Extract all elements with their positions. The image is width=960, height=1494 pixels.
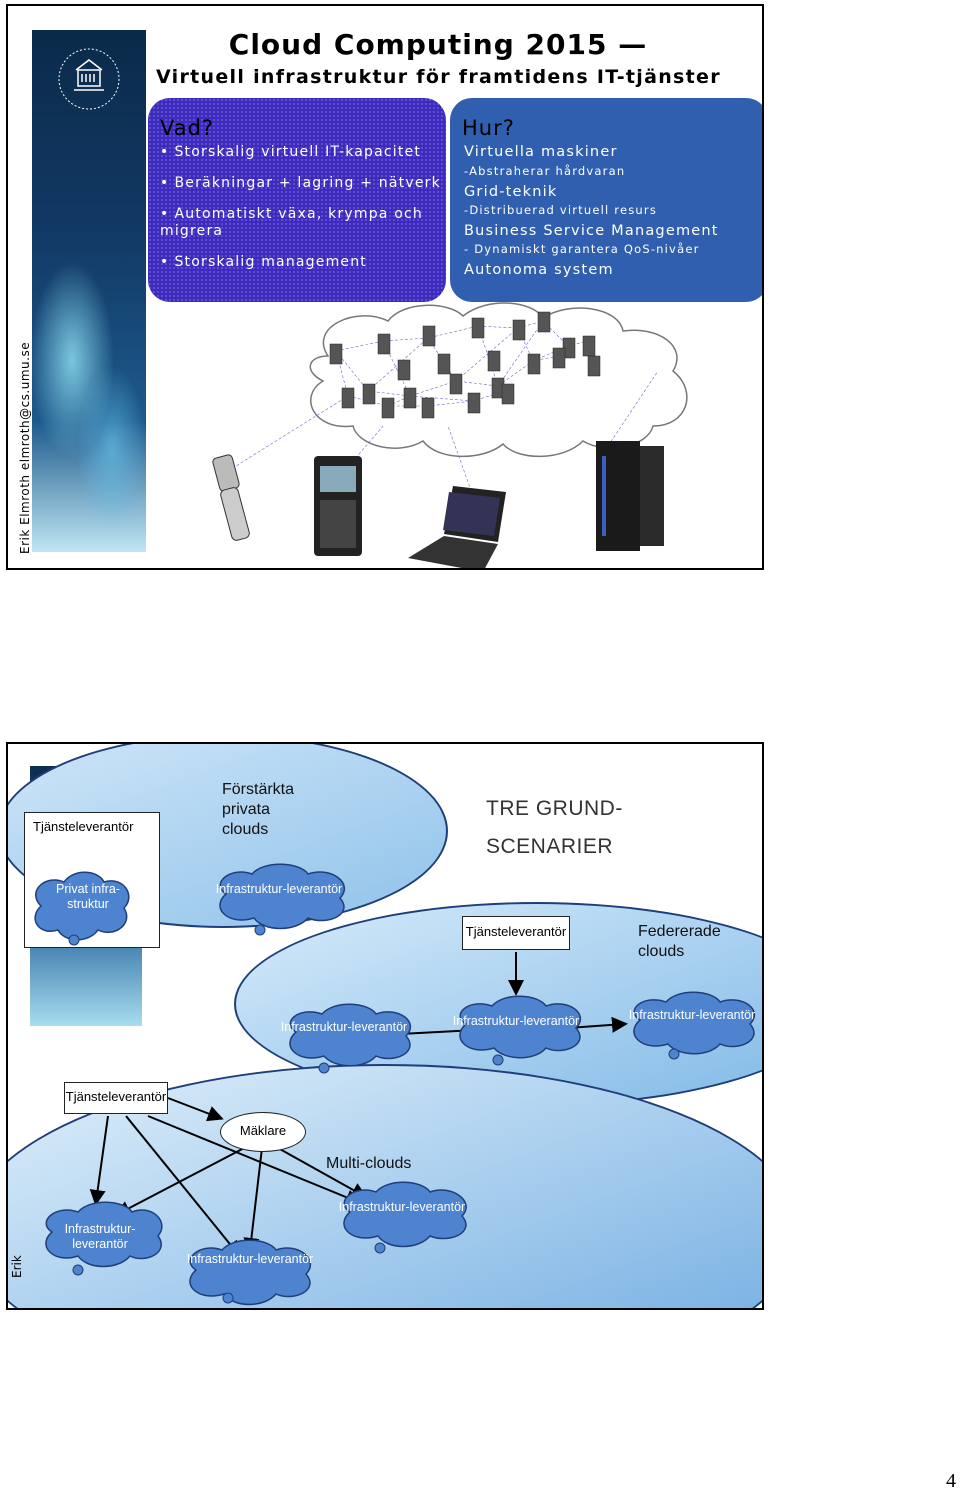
infra-provider-label: Infrastruktur-leverantör <box>628 1008 756 1022</box>
scenario1-label: Förstärkta privata clouds <box>222 781 295 838</box>
private-infra-label: Privat infra-struktur <box>56 882 120 911</box>
server-nodes <box>329 311 601 419</box>
infra-provider-cloud <box>219 863 346 936</box>
arrow <box>277 1147 368 1198</box>
arrow <box>125 1115 241 1258</box>
vad-heading: Vad? <box>160 116 215 140</box>
scenario2-label: Federerade clouds <box>638 923 721 960</box>
service-provider-box: Tjänsteleverantör <box>64 1082 168 1114</box>
vad-item: Beräkningar + lagring + nätverk <box>160 175 441 192</box>
slide-tre-grundscenarier: TRE GRUND- SCENARIER Förstärkta privata … <box>6 742 764 1310</box>
infra-provider-cloud <box>289 1003 412 1074</box>
infra-provider-label: Infrastruktur-leverantör <box>280 1020 408 1034</box>
hur-subitem: - Dynamiskt garantera QoS-nivåer <box>464 242 700 256</box>
infra-provider-cloud <box>343 1181 467 1254</box>
hur-panel: Hur? Virtuella maskiner -Abstraherar hår… <box>450 98 762 302</box>
hur-subitem: -Abstraherar hårdvaran <box>464 164 626 178</box>
infra-provider-label: Infrastruktur-leverantör <box>338 1200 466 1214</box>
arrow <box>167 1097 224 1122</box>
mobile-phone-icon <box>212 454 250 541</box>
umea-university-logo-icon <box>58 48 120 110</box>
arrow <box>147 1115 362 1205</box>
infra-provider-cloud <box>633 991 756 1060</box>
laptop-icon <box>408 486 506 568</box>
hur-item: Business Service Management <box>464 223 719 239</box>
hur-item: Grid-teknik <box>464 184 558 200</box>
infra-provider-label: Infrastruktur-leverantör <box>215 882 343 896</box>
service-provider-label: Tjänsteleverantör <box>33 819 134 834</box>
infra-provider-label: Infrastruktur-leverantör <box>452 1014 580 1028</box>
vad-item: Automatiskt växa, krympa och migrera <box>160 206 430 240</box>
arrow <box>243 1147 263 1254</box>
hur-subitem: -Distribuerad virtuell resurs <box>464 203 658 217</box>
broker-label: Mäklare <box>239 1123 287 1138</box>
page-number: 4 <box>946 1470 956 1492</box>
server-cloud-diagram <box>212 302 688 568</box>
vad-item: Storskalig management <box>160 254 441 271</box>
infra-provider-cloud <box>189 1239 312 1306</box>
mainframe-icon <box>596 441 664 551</box>
author-credit: Erik Elmroth elmroth@cs.umu.se <box>18 341 32 554</box>
slide-title: Cloud Computing 2015 — <box>228 28 648 61</box>
slide-heading-line: TRE GRUND- <box>486 797 623 820</box>
private-infra-cloud <box>34 871 130 946</box>
slide-cloud-computing-2015: Cloud Computing 2015 — Virtuell infrastr… <box>6 4 764 570</box>
infra-provider-label: Infrastruktur-leverantör <box>64 1222 136 1251</box>
broker-node: Mäklare <box>220 1112 306 1152</box>
vad-list: Storskalig virtuell IT-kapacitet Beräkni… <box>160 144 441 285</box>
author-credit: Erik <box>10 1255 24 1278</box>
service-provider-label: Tjänsteleverantör <box>65 1089 167 1104</box>
scenario3-label: Multi-clouds <box>326 1155 412 1172</box>
slide-heading-line: SCENARIER <box>486 835 614 858</box>
smartphone-icon <box>314 456 362 556</box>
infra-provider-cloud <box>45 1201 163 1276</box>
slide-heading: TRE GRUND- SCENARIER <box>486 790 623 866</box>
hur-item: Autonoma system <box>464 262 614 278</box>
hur-item: Virtuella maskiner <box>464 144 618 160</box>
service-provider-box: Tjänsteleverantör <box>462 916 570 950</box>
slide-subtitle: Virtuell infrastruktur för framtidens IT… <box>156 66 721 88</box>
vad-panel: Vad? Storskalig virtuell IT-kapacitet Be… <box>148 98 446 302</box>
arrow <box>89 1115 109 1206</box>
arrow <box>114 1145 249 1216</box>
hur-heading: Hur? <box>462 116 515 140</box>
scenario-arrows <box>89 952 628 1258</box>
vad-item: Storskalig virtuell IT-kapacitet <box>160 144 441 161</box>
aurora-sidebar-image <box>32 30 146 552</box>
infra-provider-label: Infrastruktur-leverantör <box>186 1252 314 1266</box>
service-provider-label: Tjänsteleverantör <box>465 924 567 939</box>
infra-provider-cloud <box>459 995 582 1066</box>
